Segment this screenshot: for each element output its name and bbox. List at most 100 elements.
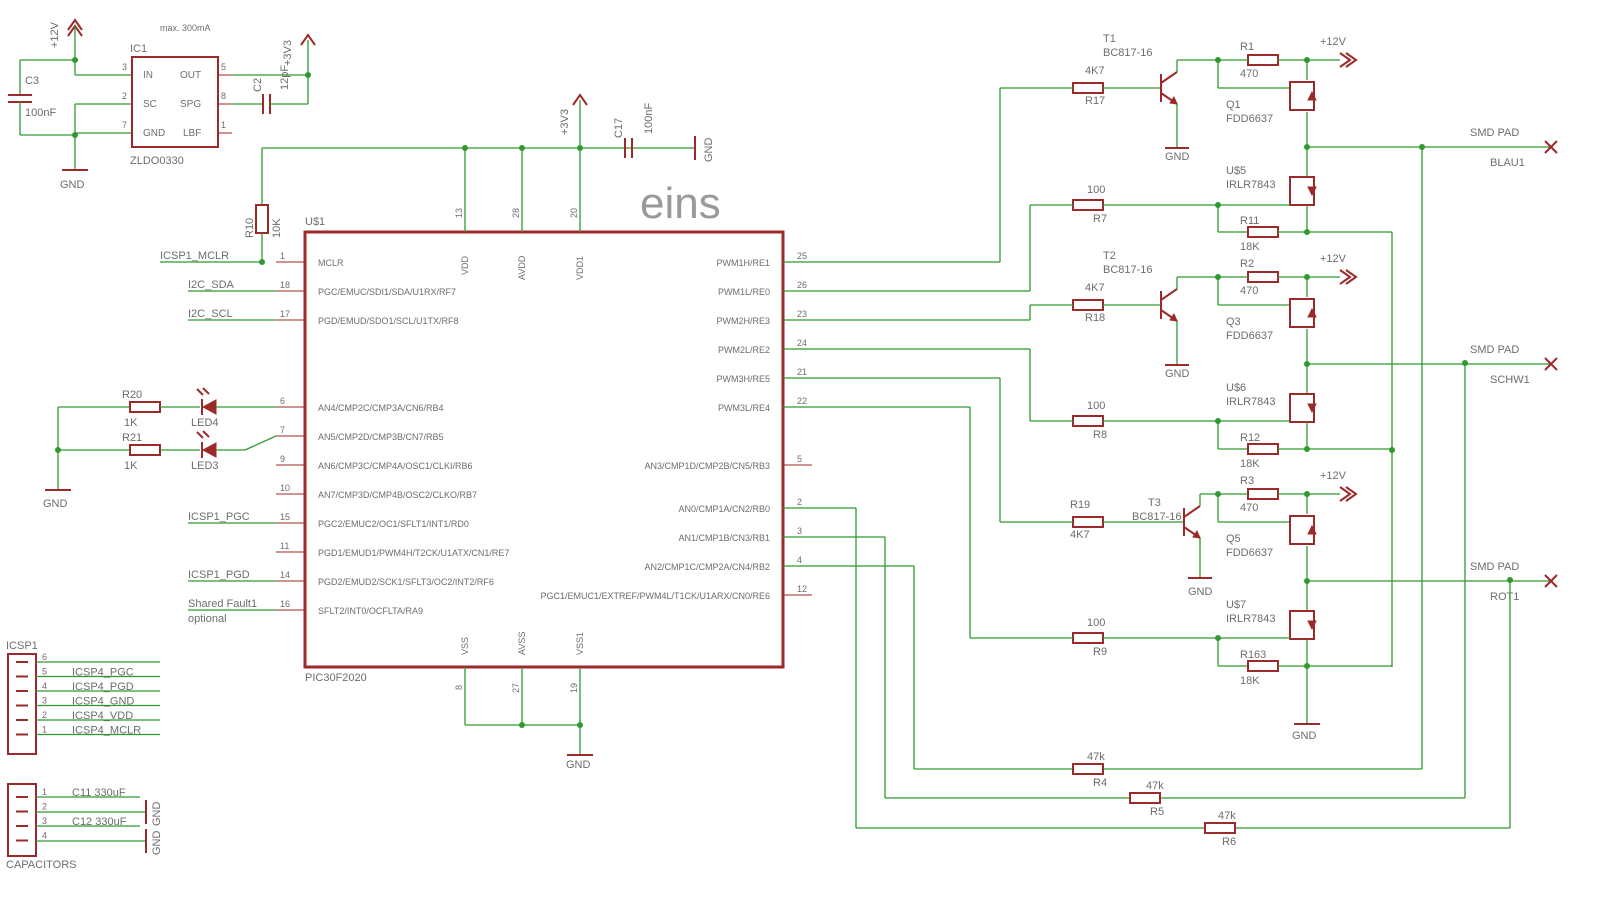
output-stage-2: 4K7R18T2BC817-16GND+12VR2470Q3FDD6637SMD… (1072, 250, 1558, 470)
gnd-label: GND (1188, 586, 1213, 598)
svg-text:GND: GND (43, 498, 68, 510)
pullup-ref: R1 (1240, 41, 1254, 53)
pin-number: 22 (797, 396, 807, 406)
resistor-base-label: 4K7 (1085, 65, 1105, 77)
supply-12v: +12V (1320, 36, 1347, 48)
pin-label: PGD2/EMUD2/SCK1/SFLT3/OC2/INT2/RF6 (318, 577, 494, 587)
svg-text:I2C_SCL: I2C_SCL (188, 308, 233, 320)
transistor-ref: T1 (1103, 33, 1116, 45)
svg-text:R6: R6 (1222, 836, 1236, 848)
svg-text:10K: 10K (271, 218, 283, 238)
svg-text:C2: C2 (252, 78, 264, 92)
smd-pad-label: SMD PAD (1470, 127, 1519, 139)
pin-label: AN7/CMP3D/CMP4B/OSC2/CLKO/RB7 (318, 490, 477, 500)
pin-number: 23 (797, 309, 807, 319)
pulldown-value: 18K (1240, 241, 1260, 253)
pin-label: AN3/CMP1D/CMP2B/CN5/RB3 (644, 461, 770, 471)
gate-resistor-value: 100 (1087, 400, 1105, 412)
pin-number: 4 (797, 555, 802, 565)
pin-number: 7 (280, 425, 285, 435)
smd-pad-name: BLAU1 (1490, 157, 1525, 169)
gnd-label: GND (1165, 368, 1190, 380)
net-label: C11 330uF (72, 787, 126, 799)
pin-number: 11 (280, 541, 289, 551)
svg-text:VSS: VSS (460, 637, 470, 655)
pin-number: 4 (42, 681, 47, 691)
pin-label: MCLR (318, 258, 344, 268)
pullup-ref: R3 (1240, 475, 1254, 487)
svg-text:12pF: 12pF (279, 65, 291, 90)
transistor-ref: T3 (1148, 497, 1161, 509)
svg-text:C3: C3 (25, 75, 39, 87)
svg-text:max. 300mA: max. 300mA (160, 23, 211, 33)
ic1-regulator: IN SC GND OUT SPG LBF 3 2 7 5 8 1 IC1 ZL… (122, 23, 226, 167)
nfet-ref: U$7 (1226, 599, 1246, 611)
pin-number: 24 (797, 338, 807, 348)
svg-text:IC1: IC1 (130, 43, 147, 55)
pullup-value: 470 (1240, 285, 1258, 297)
capacitor-c3: C3 100nF (8, 59, 75, 136)
gnd-label: GND (1165, 151, 1190, 163)
pin-number: 17 (280, 309, 290, 319)
svg-text:R20: R20 (122, 389, 142, 401)
pullup-value: 470 (1240, 502, 1258, 514)
smd-pad-label: SMD PAD (1470, 344, 1519, 356)
svg-text:7: 7 (122, 120, 127, 130)
svg-text:1: 1 (221, 120, 226, 130)
pin-number: 18 (280, 280, 290, 290)
nfet-value: IRLR7843 (1226, 613, 1276, 625)
net-label: C12 330uF (72, 816, 127, 828)
pullup-value: 470 (1240, 68, 1258, 80)
svg-text:SPG: SPG (180, 99, 201, 110)
smd-pad-name: SCHW1 (1490, 374, 1530, 386)
gate-resistor-value: 100 (1087, 617, 1105, 629)
transistor-value: BC817-16 (1103, 264, 1153, 276)
svg-text:AVDD: AVDD (517, 255, 527, 280)
svg-text:GND: GND (151, 802, 163, 827)
svg-text:SC: SC (143, 99, 157, 110)
pin-label: PWM3H/RE5 (716, 374, 770, 384)
svg-text:R10: R10 (244, 218, 256, 238)
svg-text:8: 8 (221, 91, 226, 101)
svg-text:PIC30F2020: PIC30F2020 (305, 672, 367, 684)
svg-text:ICSP1: ICSP1 (6, 640, 38, 652)
pin-label: PGC/EMUC/SDI1/SDA/U1RX/RF7 (318, 287, 456, 297)
pin-number: 9 (280, 454, 285, 464)
pulldown-value: 18K (1240, 675, 1260, 687)
mcu-right-pins: 25PWM1H/RE126PWM1L/RE023PWM2H/RE324PWM2L… (540, 251, 812, 601)
pin-label: PGD/EMUD/SDO1/SCL/U1TX/RF8 (318, 316, 459, 326)
output-stage-1: 4K7R17T1BC817-16GND+12VR1470Q1FDD6637SMD… (1072, 33, 1558, 253)
svg-text:+3V3: +3V3 (282, 40, 294, 66)
svg-text:ICSP1_PGD: ICSP1_PGD (188, 569, 250, 581)
pin-label: PWM1H/RE1 (716, 258, 770, 268)
pin-label: AN6/CMP3C/CMP4A/OSC1/CLKI/RB6 (318, 461, 473, 471)
pin-number: 1 (280, 251, 285, 261)
svg-text:+3V3: +3V3 (559, 109, 571, 135)
pin-number: 3 (42, 816, 47, 826)
nfet-ref: U$5 (1226, 165, 1246, 177)
svg-text:VDD1: VDD1 (575, 256, 585, 280)
net-label: ICSP4_MCLR (72, 725, 141, 737)
transistor-value: BC817-16 (1103, 47, 1153, 59)
pin-number: 21 (797, 367, 807, 377)
svg-text:U$1: U$1 (305, 216, 325, 228)
pulldown-ref: R12 (1240, 432, 1260, 444)
pin-label: SFLT2/INT0/OCFLTA/RA9 (318, 606, 423, 616)
pin-number: 26 (797, 280, 807, 290)
pin-label: PWM3L/RE4 (718, 403, 770, 413)
svg-text:IN: IN (143, 70, 153, 81)
nfet-value: IRLR7843 (1226, 396, 1276, 408)
net-label: ICSP4_GND (72, 696, 134, 708)
regulator-section: +12V C3 100nF GND IN SC GND OUT SP (8, 18, 316, 191)
mcu-pic30f2020: U$1 PIC30F2020 eins (303, 179, 785, 684)
svg-text:13: 13 (454, 208, 464, 218)
output-stage-3: R194K7T3BC817-16GND+12VR3470Q5FDD6637SMD… (1070, 470, 1558, 687)
pin-number: 1 (42, 725, 47, 735)
svg-text:LED4: LED4 (191, 417, 219, 429)
capacitor-c2: C2 12pF (252, 65, 308, 114)
svg-text:R21: R21 (122, 432, 142, 444)
svg-text:optional: optional (188, 613, 227, 625)
nfet-value: IRLR7843 (1226, 179, 1276, 191)
